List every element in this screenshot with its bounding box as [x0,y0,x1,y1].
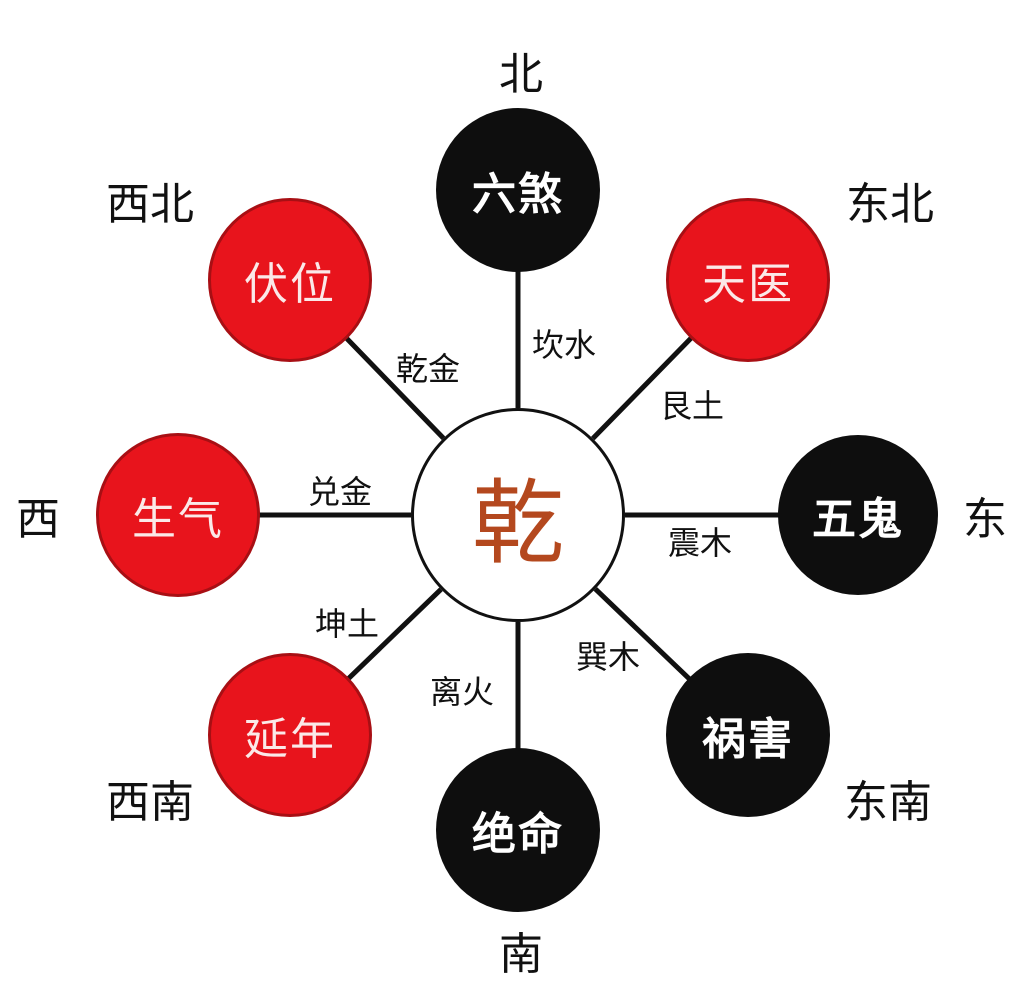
star-circle-south: 绝命 [436,748,600,912]
star-circle-north: 六煞 [436,108,600,272]
trigram-label-southwest: 坤土 [314,605,380,643]
star-circle-northwest: 伏位 [208,198,372,362]
spoke-line-northwest [343,335,446,440]
trigram-label-northwest: 乾金 [395,350,461,388]
trigram-label-southeast: 巽木 [575,638,641,676]
star-circle-northeast: 天医 [666,198,830,362]
star-label-north: 六煞 [472,169,564,220]
direction-label-northeast: 东北 [846,179,934,230]
center-circle: 乾 [411,408,625,622]
spoke-line-southeast [593,587,692,682]
direction-label-west: 西 [16,494,60,545]
star-label-east: 五鬼 [812,494,904,545]
center-label: 乾 [471,469,564,577]
direction-label-south: 南 [499,929,543,980]
star-circle-east: 五鬼 [778,435,938,595]
star-label-south: 绝命 [472,809,564,860]
trigram-label-west: 兑金 [307,473,373,511]
spoke-line-southwest [345,587,443,682]
star-label-southeast: 祸害 [702,714,794,765]
direction-label-east: 东 [963,494,1007,545]
trigram-label-east: 震木 [667,524,733,562]
star-circle-southeast: 祸害 [666,653,830,817]
direction-label-southeast: 东南 [844,777,932,828]
star-circle-southwest: 延年 [208,653,372,817]
direction-label-north: 北 [499,49,543,100]
direction-label-southwest: 西南 [106,777,194,828]
direction-label-northwest: 西北 [106,179,194,230]
star-circle-west: 生气 [96,433,260,597]
spoke-line-northeast [591,335,694,441]
star-label-southwest: 延年 [244,714,336,765]
trigram-label-south: 离火 [429,673,495,711]
trigram-label-north: 坎水 [531,326,597,364]
trigram-label-northeast: 艮土 [659,387,725,425]
star-label-northeast: 天医 [702,259,794,310]
star-label-northwest: 伏位 [244,259,336,310]
star-label-west: 生气 [132,494,224,545]
